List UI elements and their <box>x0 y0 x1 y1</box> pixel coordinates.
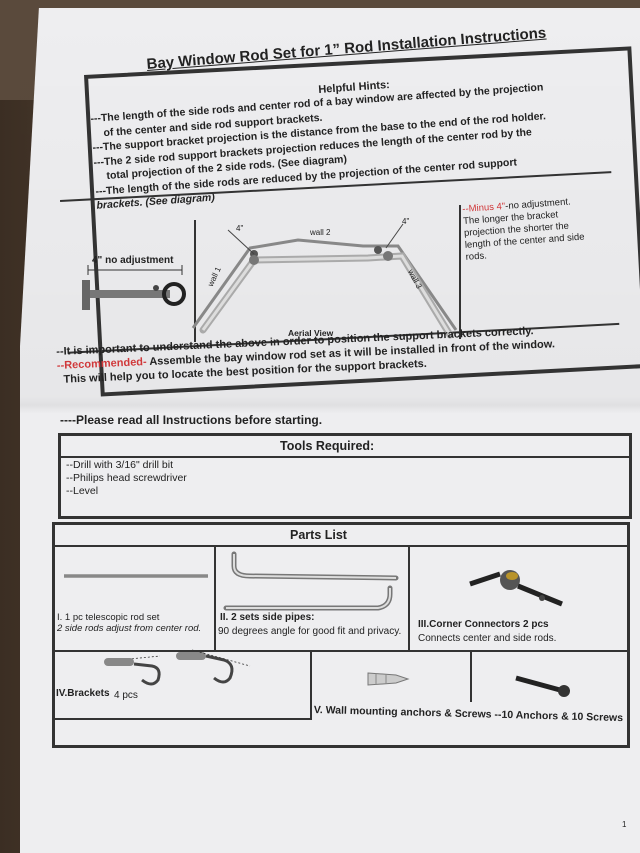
telescopic-rod-illustration <box>64 574 208 578</box>
diagram-divider-left <box>194 220 196 342</box>
tools-heading: Tools Required: <box>280 439 375 453</box>
part-1-title: I. 1 pc telescopic rod set <box>57 612 160 623</box>
bracket-illustration <box>82 265 186 310</box>
diagram-divider-right <box>459 205 461 339</box>
parts-heading: Parts List <box>290 528 347 542</box>
wall-2-label: wall 2 <box>310 228 331 237</box>
tools-box <box>58 433 632 519</box>
bay-window-aerial-diagram <box>191 223 458 339</box>
no-adjustment-label: 4" no adjustment <box>92 255 174 266</box>
parts-box <box>52 522 630 748</box>
part-2-desc: 90 degrees angle for good fit and privac… <box>218 626 402 637</box>
minus-note: --Minus 4"-no adjustment. The longer the… <box>462 194 616 264</box>
tool-item: --Drill with 3/16" drill bit <box>66 459 173 471</box>
instruction-sheet <box>20 8 640 853</box>
part-4-qty: 4 pcs <box>114 690 138 701</box>
parts-row-divider <box>52 718 312 720</box>
page-number: 1 <box>622 820 627 829</box>
side-pipes-illustration <box>223 551 399 611</box>
parts-col-divider <box>214 547 216 650</box>
read-instructions-note: ----Please read all Instructions before … <box>60 413 323 427</box>
parts-col-divider <box>408 547 410 650</box>
screw-illustration <box>515 675 570 697</box>
tools-list: --Drill with 3/16" drill bit --Philips h… <box>66 459 187 498</box>
parts-heading-divider <box>52 545 630 547</box>
dim-left-label: 4" <box>236 224 244 233</box>
aerial-view-label: Aerial View <box>288 328 334 338</box>
parts-col-divider <box>470 652 472 702</box>
part-1-desc: 2 side rods adjust from center rod. <box>57 623 202 634</box>
corner-connector-illustration <box>469 570 563 607</box>
tool-item: --Level <box>66 485 99 497</box>
tool-item: --Philips head screwdriver <box>66 472 187 484</box>
wall-anchor-illustration <box>367 672 410 686</box>
tools-heading-divider <box>58 456 632 458</box>
parts-row-divider <box>52 650 630 652</box>
part-3-desc: Connects center and side rods. <box>418 633 557 644</box>
part-2-title: II. 2 sets side pipes: <box>220 612 315 623</box>
part-3-title: III.Corner Connectors 2 pcs <box>418 619 549 630</box>
dim-right-label: 4" <box>402 217 410 226</box>
brackets-illustration <box>104 649 251 686</box>
part-4-title: IV.Brackets <box>56 688 110 699</box>
parts-col-divider <box>310 652 312 718</box>
